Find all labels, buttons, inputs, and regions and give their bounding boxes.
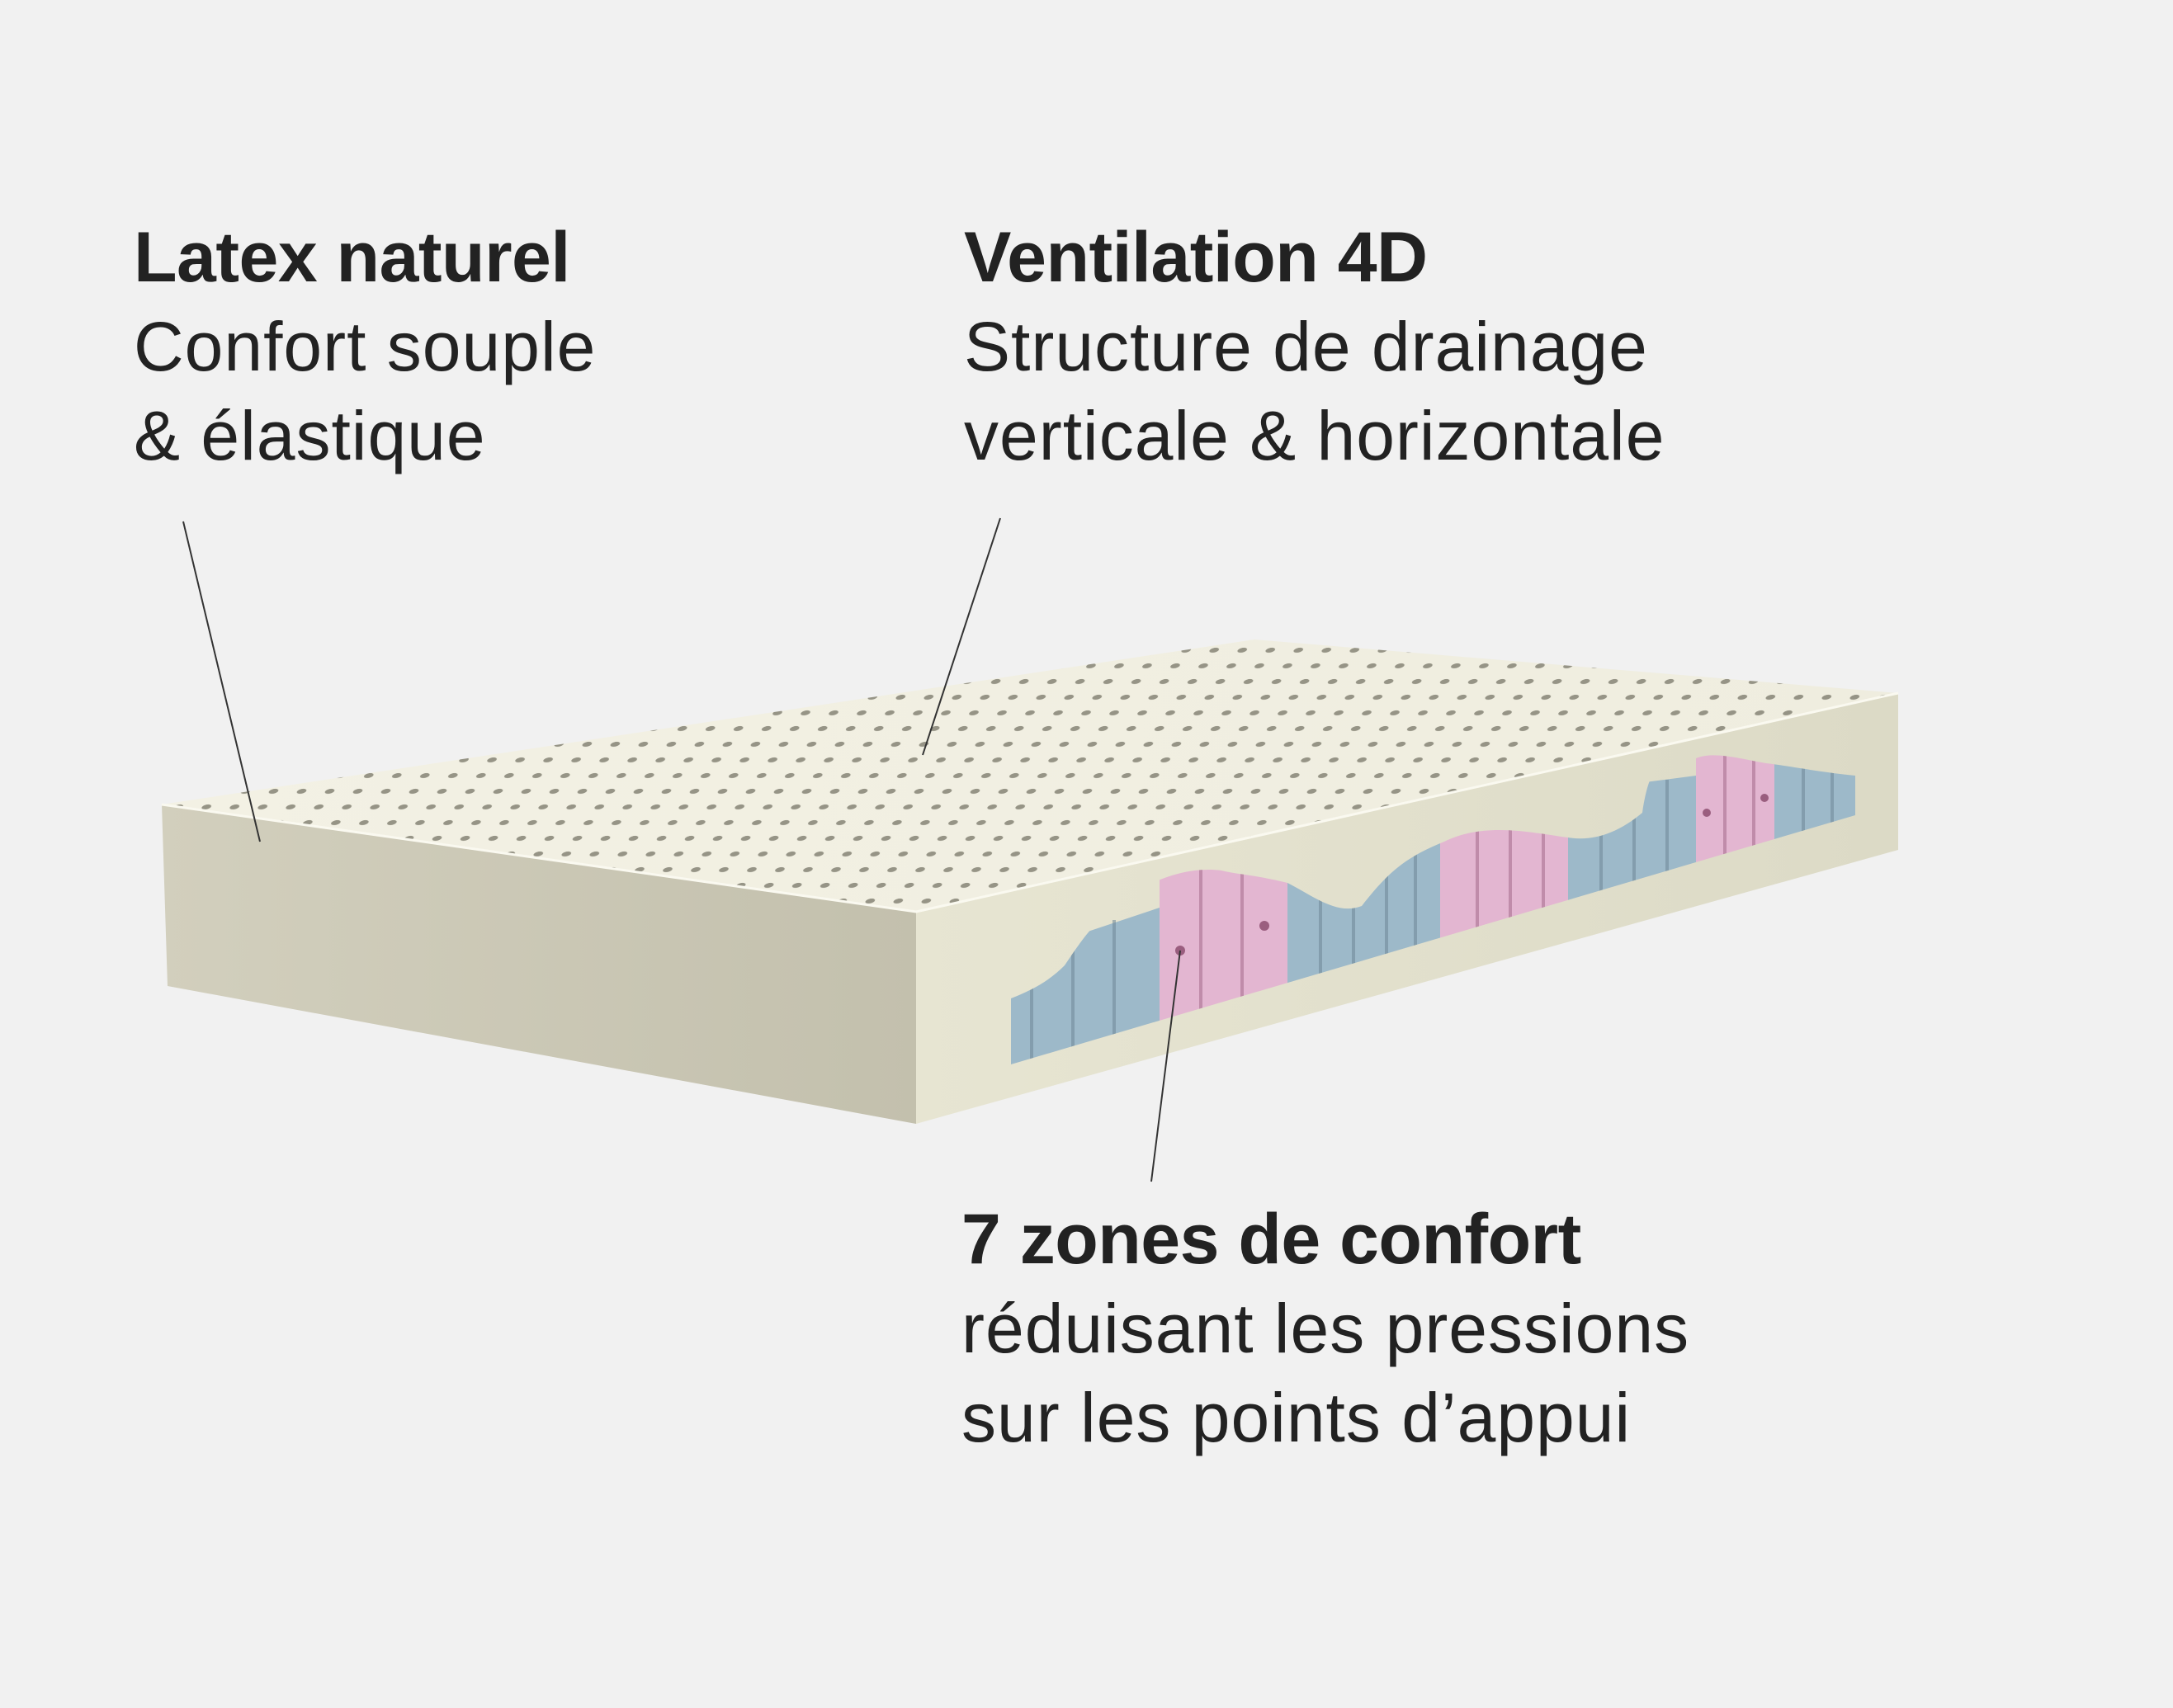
- mattress-long-side: [162, 804, 916, 1124]
- callout-zones-line-2: sur les points d’appui: [961, 1379, 1632, 1456]
- leader-line-zones: [1150, 950, 1181, 1182]
- leader-line-ventilation: [922, 517, 1001, 756]
- callout-zones-title: 7 zones de confort: [961, 1200, 1581, 1279]
- callout-ventilation-4d: Ventilation 4D Structure de drainage ver…: [964, 213, 1665, 480]
- callout-ventilation-title: Ventilation 4D: [964, 218, 1428, 297]
- leader-line-latex: [182, 521, 261, 842]
- callout-ventilation-line-2: verticale & horizontale: [964, 397, 1665, 474]
- callout-zones-line-1: réduisant les pressions: [961, 1290, 1690, 1367]
- callout-latex-line-2: & élastique: [134, 397, 486, 474]
- callout-7-zones: 7 zones de confort réduisant les pressio…: [961, 1195, 1689, 1462]
- callout-latex-naturel: Latex naturel Confort souple & élastique: [134, 213, 596, 480]
- callout-latex-title: Latex naturel: [134, 218, 570, 297]
- callout-ventilation-line-1: Structure de drainage: [964, 308, 1648, 385]
- callout-latex-line-1: Confort souple: [134, 308, 597, 385]
